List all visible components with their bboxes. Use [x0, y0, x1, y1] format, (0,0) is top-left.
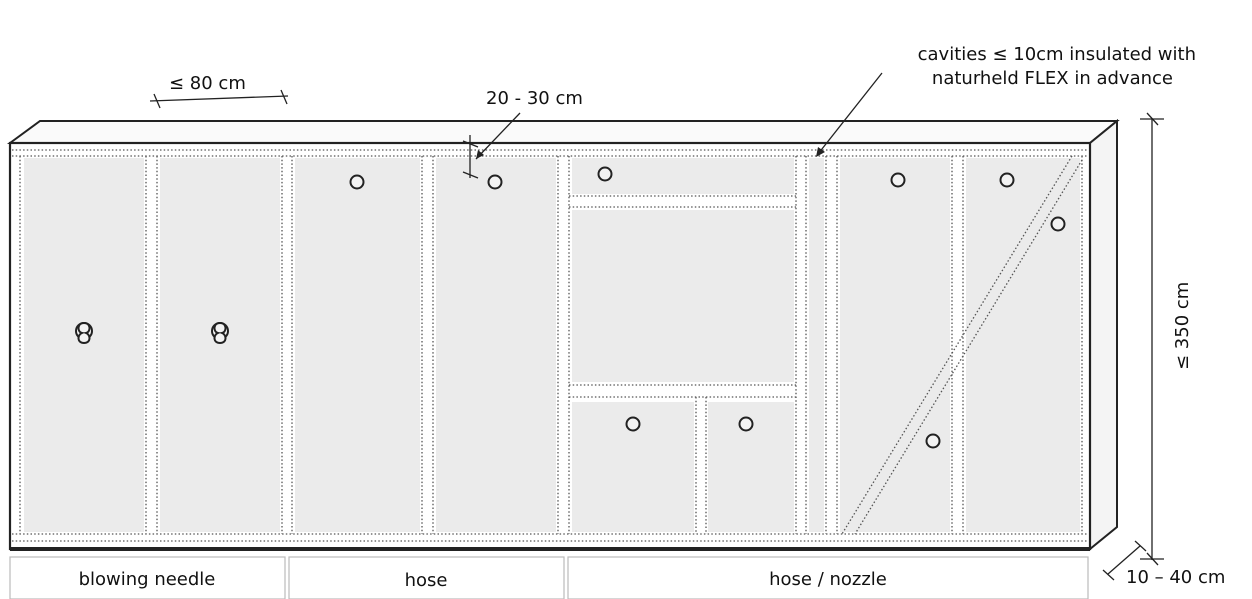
- hole-9: [925, 433, 941, 449]
- cavity-note-line2: naturheld FLEX in advance: [932, 68, 1173, 89]
- cavity-2: [160, 158, 280, 532]
- hole-2: [487, 174, 503, 190]
- section-box-2: [288, 556, 565, 599]
- section-box-3: [567, 556, 1089, 599]
- cavity-3: [295, 158, 420, 532]
- cavity-note-line1: cavities ≤ 10cm insulated with: [918, 44, 1196, 65]
- wall-cavities: [24, 158, 1080, 532]
- cavity-4: [436, 158, 556, 532]
- wall-height-dimension: ≤ 350 cm: [1140, 112, 1193, 566]
- hole-1: [349, 174, 365, 190]
- cavity-1: [24, 158, 144, 532]
- double-hole-shapes: [77, 321, 227, 345]
- wall-thickness-dimension: 10 – 40 cm: [1102, 540, 1225, 588]
- section-label-1: blowing needle: [79, 569, 216, 590]
- cavity-6: [840, 158, 950, 532]
- wall-height-label: ≤ 350 cm: [1172, 282, 1193, 370]
- wall-thickness-label: 10 – 40 cm: [1126, 567, 1225, 588]
- cavity-7: [966, 158, 1080, 532]
- hole-6: [890, 172, 906, 188]
- stud-spacing-dimension: ≤ 80 cm: [149, 73, 289, 109]
- cavity-note: cavities ≤ 10cm insulated with naturheld…: [816, 44, 1196, 157]
- studs: [19, 155, 1083, 535]
- hole-8: [1050, 216, 1066, 232]
- cavity-narrow: [809, 158, 824, 532]
- wall-right-side: [1089, 118, 1118, 552]
- stud-spacing-label: ≤ 80 cm: [169, 73, 246, 94]
- wall-top-surface: [6, 120, 1120, 144]
- section-label-2: hose: [405, 570, 448, 591]
- hole-distance-label: 20 - 30 cm: [486, 88, 583, 109]
- section-box-1: [9, 556, 286, 599]
- hole-4: [625, 416, 641, 432]
- cavity-5-window: [572, 210, 794, 382]
- hole-5: [738, 416, 754, 432]
- hole-distance-dimension: 20 - 30 cm: [462, 88, 583, 179]
- hole-3: [597, 166, 613, 182]
- section-labels: blowing needle hose hose / nozzle: [9, 556, 1089, 599]
- section-label-3: hose / nozzle: [769, 569, 887, 590]
- hole-7: [999, 172, 1015, 188]
